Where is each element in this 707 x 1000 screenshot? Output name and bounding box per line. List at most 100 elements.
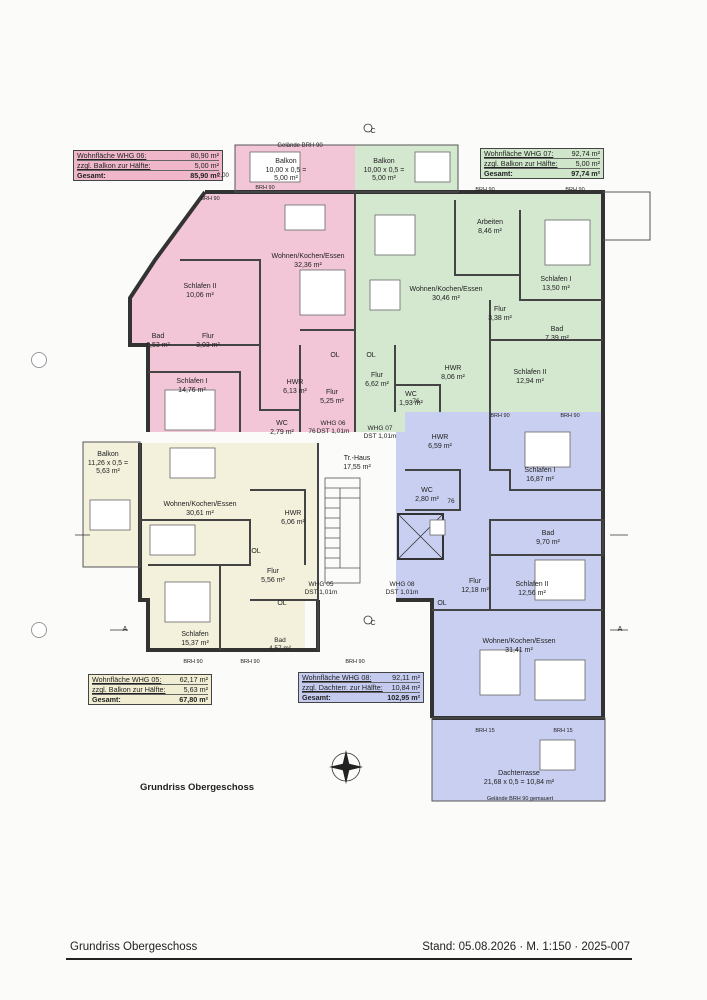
wohnung-08-area: [396, 412, 603, 718]
punch-hole-icon: [31, 352, 47, 368]
room-label-line: Gelände BRH 90: [277, 143, 323, 149]
info-box-whg-05: Wohnfläche WHG 05:62,17 m² zzgl. Balkon …: [88, 674, 212, 705]
room-label-line: BRH 90: [475, 187, 495, 193]
room-label-line: Flur: [370, 372, 384, 379]
room-label-line: 1,93 m²: [399, 399, 423, 407]
room-label-line: 6,06 m²: [281, 518, 305, 526]
footer-meta: Stand: 05.08.2026 · M. 1:150 · 2025-007: [422, 941, 630, 953]
room-label-line: 13,50 m²: [542, 284, 570, 292]
room-label-line: C: [370, 128, 376, 135]
room-label-line: Schlafen I: [540, 276, 572, 283]
room-label: OL: [437, 600, 446, 609]
room-label: OL: [366, 352, 375, 361]
wohnung-07-area: [355, 192, 603, 432]
room-label-line: BRH 90: [183, 659, 203, 665]
room-label-line: Gelände BRH 90 gemauert: [486, 796, 554, 802]
room-label-line: Wohnen/Kochen/Essen: [271, 253, 345, 260]
room-label-line: BRH 90: [240, 659, 260, 665]
room-label-line: C: [370, 620, 376, 627]
room-label-line: 2,80 m²: [415, 495, 439, 503]
room-label-line: WC: [276, 420, 288, 427]
room-label-line: Balkon: [97, 451, 119, 458]
room-label-line: WHG 08: [389, 581, 415, 588]
footer-title: Grundriss Obergeschoss: [70, 941, 198, 953]
room-label: BRH 90: [183, 659, 202, 666]
room-label: BRH 90: [475, 187, 494, 194]
room-label-line: 76: [308, 428, 316, 435]
room-label-line: WHG 05: [308, 581, 334, 588]
room-label-line: Balkon: [373, 158, 395, 165]
section-marks: [75, 123, 628, 631]
room-label-line: WC: [421, 487, 433, 494]
room-label-line: Tr.-Haus: [343, 455, 371, 462]
room-label-line: Schlafen II: [513, 369, 547, 376]
room-label-line: HWR: [444, 365, 462, 372]
plan-title: Grundriss Obergeschoss: [140, 782, 255, 793]
room-label-line: BRH 15: [475, 728, 495, 734]
room-label: Gelände BRH 90 gemauert: [487, 796, 553, 803]
room-label-line: 11,26 x 0,5 =: [87, 459, 129, 467]
stairwell: [324, 477, 361, 584]
room-label-line: Schlafen I: [176, 378, 208, 385]
room-label-line: Schlafen I: [524, 467, 556, 474]
room-label-line: A: [617, 626, 623, 633]
north-arrow-icon: [329, 750, 363, 784]
room-label-line: 15,37 m²: [181, 639, 209, 647]
room-label-line: Flur: [325, 389, 339, 396]
room-label-line: Schlafen II: [515, 581, 549, 588]
room-label: 2,00: [217, 173, 229, 181]
room-label: Gelände BRH 90: [277, 143, 322, 151]
balcony-railings: [82, 144, 651, 802]
room-label-line: BRH 90: [345, 659, 365, 665]
dachterrasse-08-area: [432, 718, 605, 801]
footer: Grundriss Obergeschoss Stand: 05.08.2026…: [70, 941, 630, 953]
room-label: OL: [330, 352, 339, 361]
room-label-line: 10,00 x 0,5 =: [265, 166, 307, 174]
room-label: 76: [308, 428, 315, 436]
room-label-line: OL: [437, 600, 447, 607]
furniture: [89, 151, 591, 771]
room-label-line: 5,25 m²: [320, 397, 344, 405]
room-label-line: 5,00 m²: [372, 175, 396, 182]
room-label-line: 12,56 m²: [518, 589, 546, 597]
room-label-line: Bad: [151, 333, 165, 340]
room-label-line: A: [122, 626, 128, 633]
room-label-line: 8,06 m²: [441, 373, 465, 381]
room-label: BRH 90: [560, 413, 579, 420]
room-label-line: DST 1,01m: [304, 589, 338, 596]
room-label-line: BRH 90: [255, 185, 275, 191]
room-label-line: Schlafen: [181, 631, 209, 638]
room-label-line: HWR: [431, 434, 449, 441]
room-label-line: OL: [251, 548, 261, 555]
room-label-line: Schlafen II: [183, 283, 217, 290]
room-label: BRH 90: [200, 196, 219, 203]
room-label: BRH 90: [255, 185, 274, 192]
room-label: 76: [412, 398, 419, 406]
room-label-line: Dachterrasse: [498, 770, 540, 777]
room-label-line: Flur: [493, 306, 507, 313]
room-label: BRH 90: [490, 413, 509, 420]
room-label-line: DST 1,01m: [385, 589, 419, 596]
room-label-line: 30,46 m²: [432, 294, 460, 302]
